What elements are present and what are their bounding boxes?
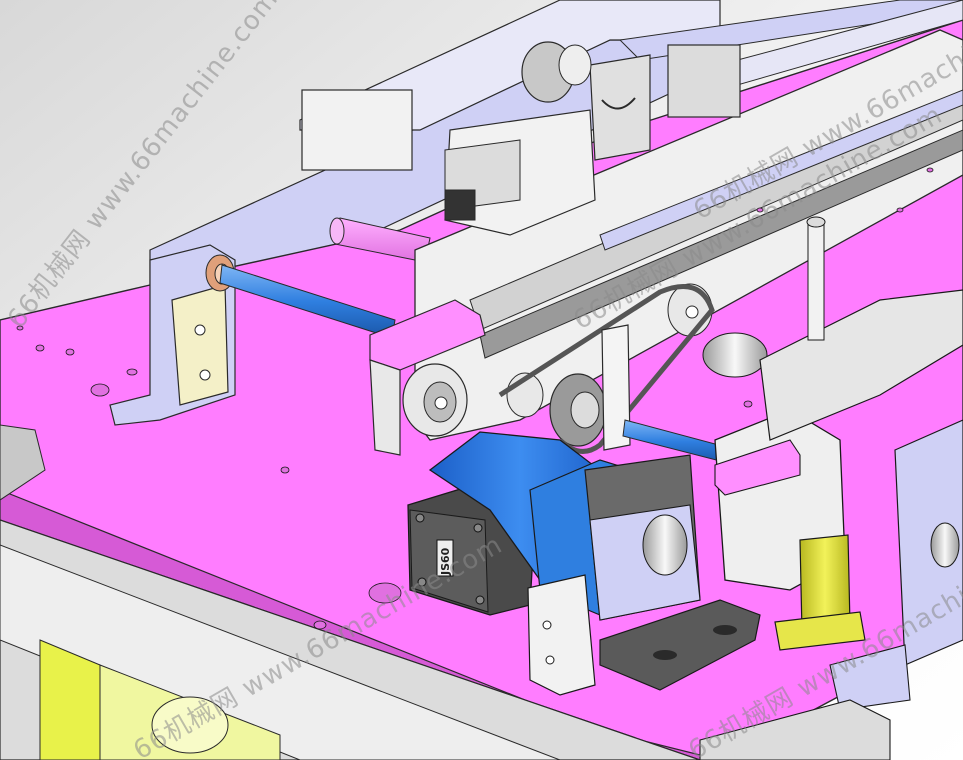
upper-pulley-hub	[558, 44, 592, 86]
bearing-bolt	[194, 324, 206, 336]
back-box	[301, 89, 413, 171]
pink-rod-end	[329, 217, 345, 245]
timing-pulley-center-inner	[570, 391, 600, 429]
upper-carriage-black	[444, 189, 476, 221]
timing-belt	[498, 283, 715, 454]
support-hole	[542, 620, 552, 630]
right-bottom-bracket	[829, 644, 911, 711]
motor-label-plate	[436, 539, 454, 577]
motor-support-block	[527, 574, 596, 696]
motor-mount-plate	[589, 504, 701, 621]
motor-bolt	[473, 523, 483, 533]
motor-label: JS60	[439, 547, 452, 576]
base-plate-slot	[713, 625, 737, 635]
right-carriage-pink	[714, 439, 801, 496]
bottom-right-block	[699, 699, 891, 760]
lower-frame-inner	[0, 544, 561, 760]
motor-bolt	[475, 595, 485, 605]
sensor-rod	[807, 219, 825, 341]
right-cylinder	[702, 332, 768, 378]
right-lavender-pillar	[894, 419, 963, 666]
ivory-bearing-block	[171, 284, 229, 406]
sensor-slot	[601, 97, 636, 110]
sensor-box	[667, 44, 741, 118]
idler-pulley-upper-hub	[685, 305, 699, 319]
linear-module-slot	[479, 129, 963, 359]
pink-plate-edge	[0, 489, 721, 760]
motor-bolt	[415, 513, 425, 523]
lower-bracket-hole	[151, 696, 229, 754]
pillar-bearing	[930, 522, 960, 568]
module-end-plate	[369, 359, 401, 456]
bearing-bolt	[199, 369, 211, 381]
base-plate-slot	[653, 650, 677, 660]
sensor-rod-top	[806, 216, 826, 228]
lower-yellow-bracket	[39, 639, 101, 760]
plate-holes	[16, 167, 934, 630]
module-top-lavender	[599, 89, 963, 251]
motor-bolt	[417, 577, 427, 587]
idler-pulley-left-hub	[434, 396, 448, 410]
support-hole	[545, 655, 555, 665]
vertical-post	[601, 324, 631, 451]
motor-coupling	[642, 514, 688, 576]
left-corner-block	[0, 424, 46, 501]
yellow-cylinder-base	[774, 611, 866, 651]
right-frame-upper	[759, 289, 963, 441]
motor-base-plate	[599, 599, 761, 691]
